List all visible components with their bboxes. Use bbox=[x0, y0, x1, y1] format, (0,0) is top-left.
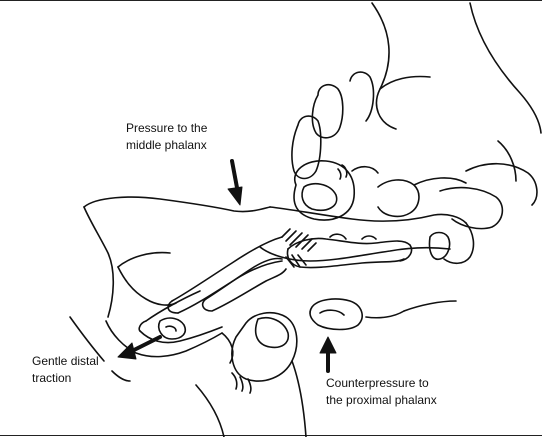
pressure-label-line2: middle phalanx bbox=[126, 138, 207, 152]
traction-arrowhead bbox=[117, 342, 137, 360]
counterpressure-arrowhead bbox=[319, 336, 337, 354]
traction-label: Gentle distal traction bbox=[32, 353, 99, 387]
arrows bbox=[117, 159, 337, 373]
counterpressure-label: Counterpressure to the proximal phalanx bbox=[326, 375, 437, 409]
patient-hand-drawing bbox=[69, 196, 475, 437]
counterpressure-label-line2: the proximal phalanx bbox=[326, 393, 437, 407]
pressure-label-line1: Pressure to the bbox=[126, 121, 208, 135]
traction-label-line1: Gentle distal bbox=[32, 354, 99, 368]
counterpressure-label-line1: Counterpressure to bbox=[326, 376, 429, 390]
pressure-arrowhead bbox=[227, 186, 243, 206]
pressure-label: Pressure to the middle phalanx bbox=[126, 120, 207, 154]
traction-label-line2: traction bbox=[32, 371, 72, 385]
upper-hand-drawing bbox=[291, 2, 542, 230]
